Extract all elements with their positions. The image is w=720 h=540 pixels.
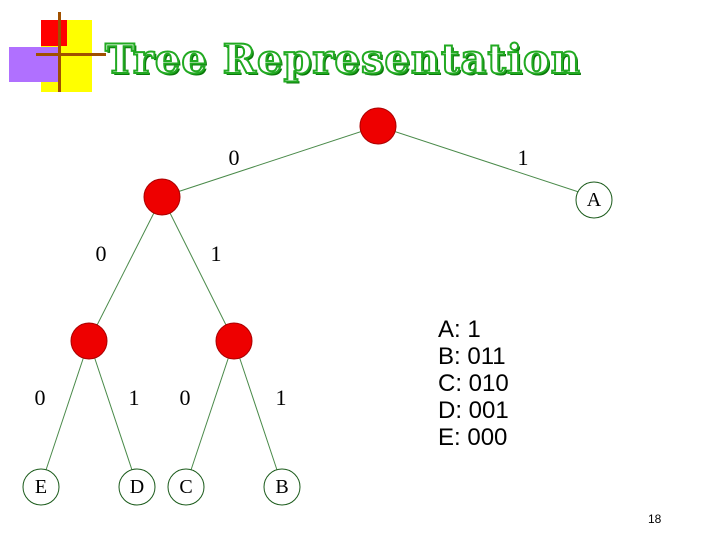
code-entry-e: E: 000 [438,424,508,451]
tree-leaf-b [263,468,301,506]
tree-leaf-d [118,468,156,506]
tree-leaf-e [22,468,60,506]
leaf-label-a: A [586,189,602,211]
leaf-label-e: E [34,476,48,498]
edge-label-root-right: 1 [517,145,529,170]
corner-decoration-vertical-line [58,12,61,92]
edge-n2-right [88,340,138,486]
tree-leaf-c [167,468,205,506]
code-list: A: 1 B: 011 C: 010 D: 001 E: 000 [438,316,509,451]
edge-label-root-left: 0 [228,145,240,170]
edge-n1-left [88,196,163,342]
tree-node-n1 [143,178,181,216]
edge-label-n2-left: 0 [34,385,46,410]
corner-decoration-purple [9,47,60,82]
tree-node-n2 [70,322,108,360]
edge-label-n3-right: 1 [275,385,287,410]
tree-node-n3 [215,322,253,360]
code-entry-b: B: 011 [438,343,506,370]
leaf-label-c: C [179,476,193,498]
corner-decoration-red [41,20,67,46]
edge-label-n3-left: 0 [179,385,191,410]
edge-n3-left [185,340,235,486]
code-entry-d: D: 001 [438,397,509,424]
corner-decoration-horizontal-line [36,53,106,56]
leaf-label-b: B [275,476,289,498]
edge-label-n1-left: 0 [95,241,107,266]
code-entry-a: A: 1 [438,316,481,343]
edge-root-left [161,125,379,198]
edge-n3-right [233,340,283,486]
page-number: 18 [648,512,662,526]
edge-n1-right [161,196,235,342]
edge-label-n2-right: 1 [128,385,140,410]
edge-root-right [377,125,595,198]
slide-title: Tree Representation [104,35,581,84]
tree-leaf-a [575,181,613,219]
edge-n2-left [40,340,90,486]
code-entry-c: C: 010 [438,370,509,397]
leaf-label-d: D [129,476,145,498]
tree-node-root [359,107,397,145]
edge-label-n1-right: 1 [210,241,222,266]
